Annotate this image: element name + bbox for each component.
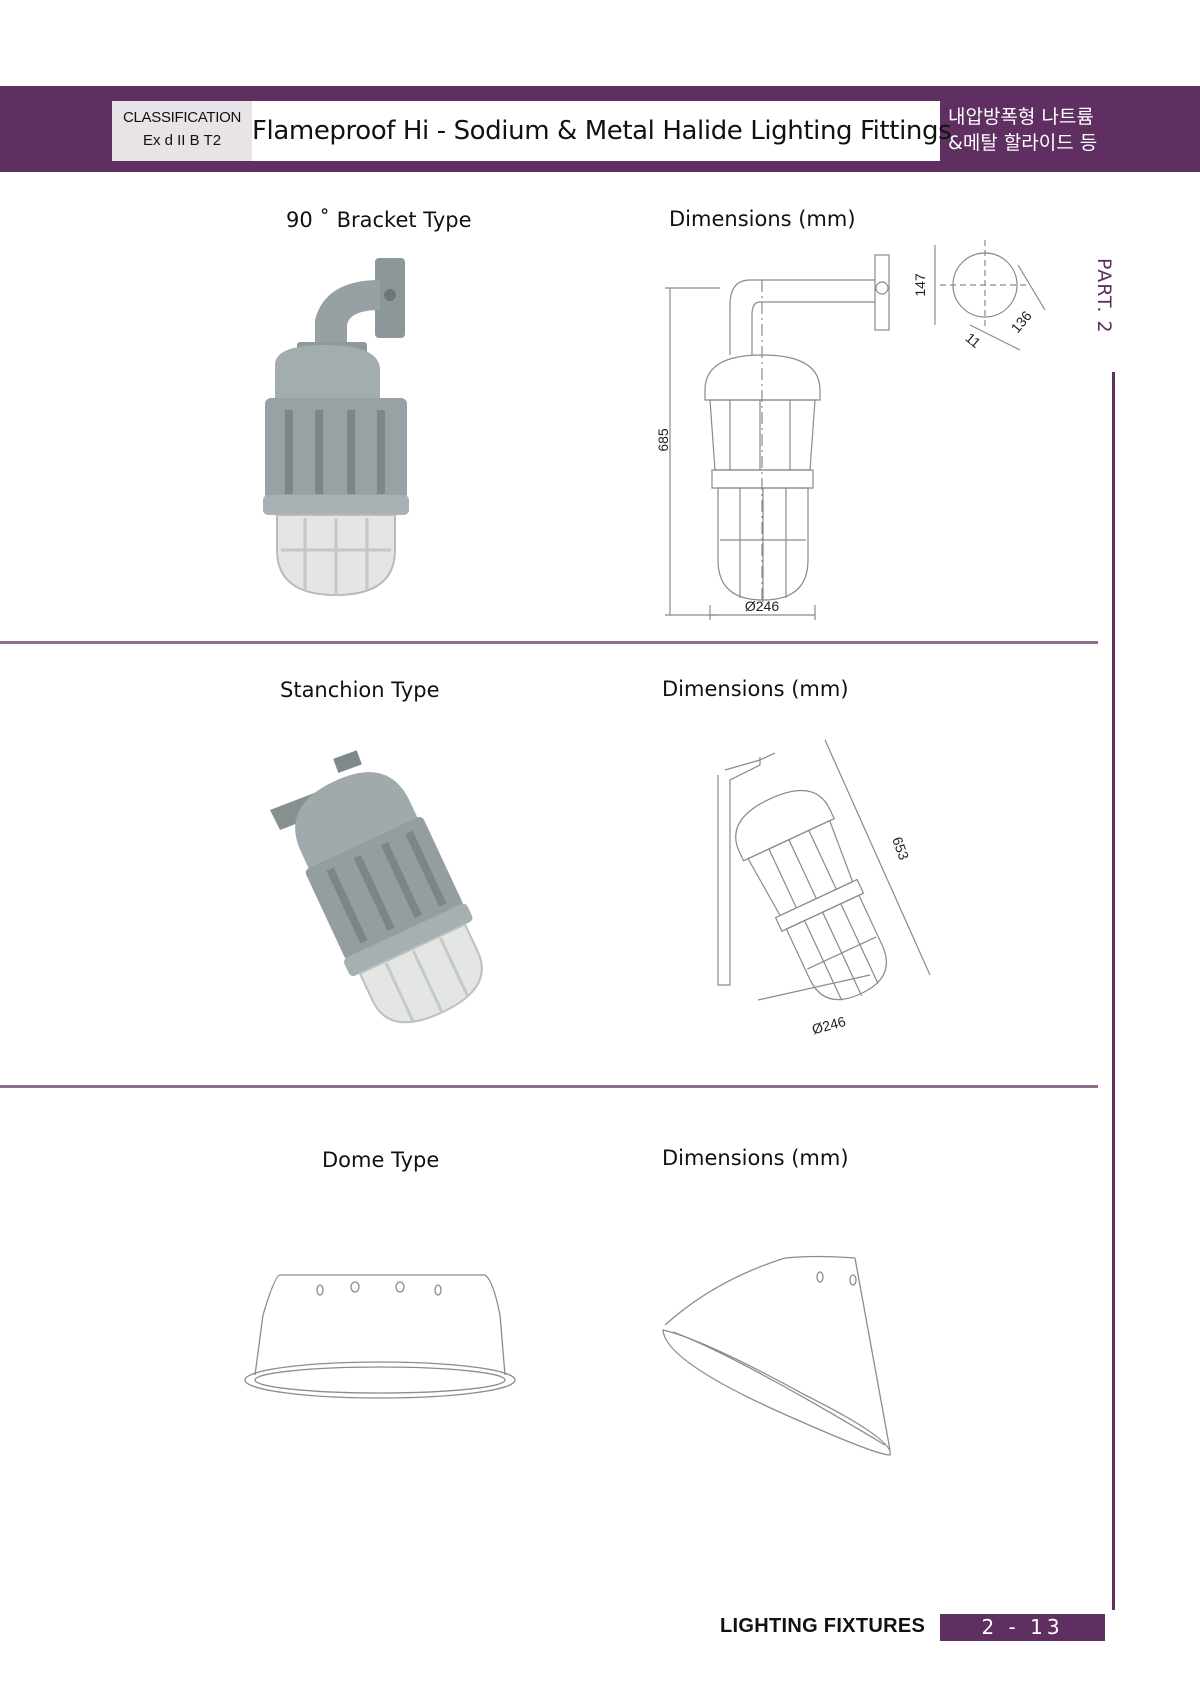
bracket-flange-dim-a: 147 (912, 273, 928, 297)
part-tab: PART. 2 (1093, 258, 1115, 334)
footer-section-name: LIGHTING FIXTURES (720, 1615, 926, 1637)
dome-side-drawing (662, 1255, 891, 1456)
classification-value: Ex d II B T2 (142, 132, 222, 149)
stanchion-dimension-drawing: 653 Ø246 (717, 739, 931, 1037)
bracket-dimensions-label: Dimensions (mm) (669, 207, 856, 231)
side-vertical-rule (1112, 372, 1115, 1610)
stanchion-lamp-photo (270, 750, 483, 1024)
korean-title-line2: &메탈 할라이드 등 (948, 132, 1098, 154)
bracket-lamp-photo (263, 258, 409, 597)
stanchion-dimensions-label: Dimensions (mm) (662, 677, 849, 701)
bracket-flange-dim-b: 136 (1008, 308, 1035, 336)
korean-title: 내압방폭형 나트륨 &메탈 할라이드 등 (948, 104, 1097, 156)
stanchion-type-label: Stanchion Type (280, 678, 440, 702)
bracket-height-dim: 685 (655, 428, 671, 452)
stanchion-diameter-dim: Ø246 (810, 1013, 847, 1037)
bracket-flange-dim-c: 11 (962, 329, 984, 351)
korean-title-line1: 내압방폭형 나트륨 (948, 106, 1094, 128)
dome-type-label: Dome Type (322, 1148, 440, 1172)
dome-front-drawing (244, 1274, 516, 1399)
bracket-diameter-dim: Ø246 (745, 598, 779, 614)
dome-dimensions-label: Dimensions (mm) (662, 1146, 849, 1170)
section-divider-1 (0, 641, 1098, 644)
section-divider-2 (0, 1085, 1098, 1088)
bracket-type-label: 90 ˚ Bracket Type (286, 208, 472, 232)
classification-box: CLASSIFICATION Ex d II B T2 (112, 101, 252, 161)
page-number: 2 - 13 (940, 1614, 1105, 1641)
classification-label: CLASSIFICATION (122, 109, 242, 126)
stanchion-length-dim: 653 (889, 835, 912, 863)
bracket-dimension-drawing: 685 Ø246 147 136 11 (655, 240, 1046, 620)
page-title: Flameproof Hi - Sodium & Metal Halide Li… (252, 101, 952, 161)
